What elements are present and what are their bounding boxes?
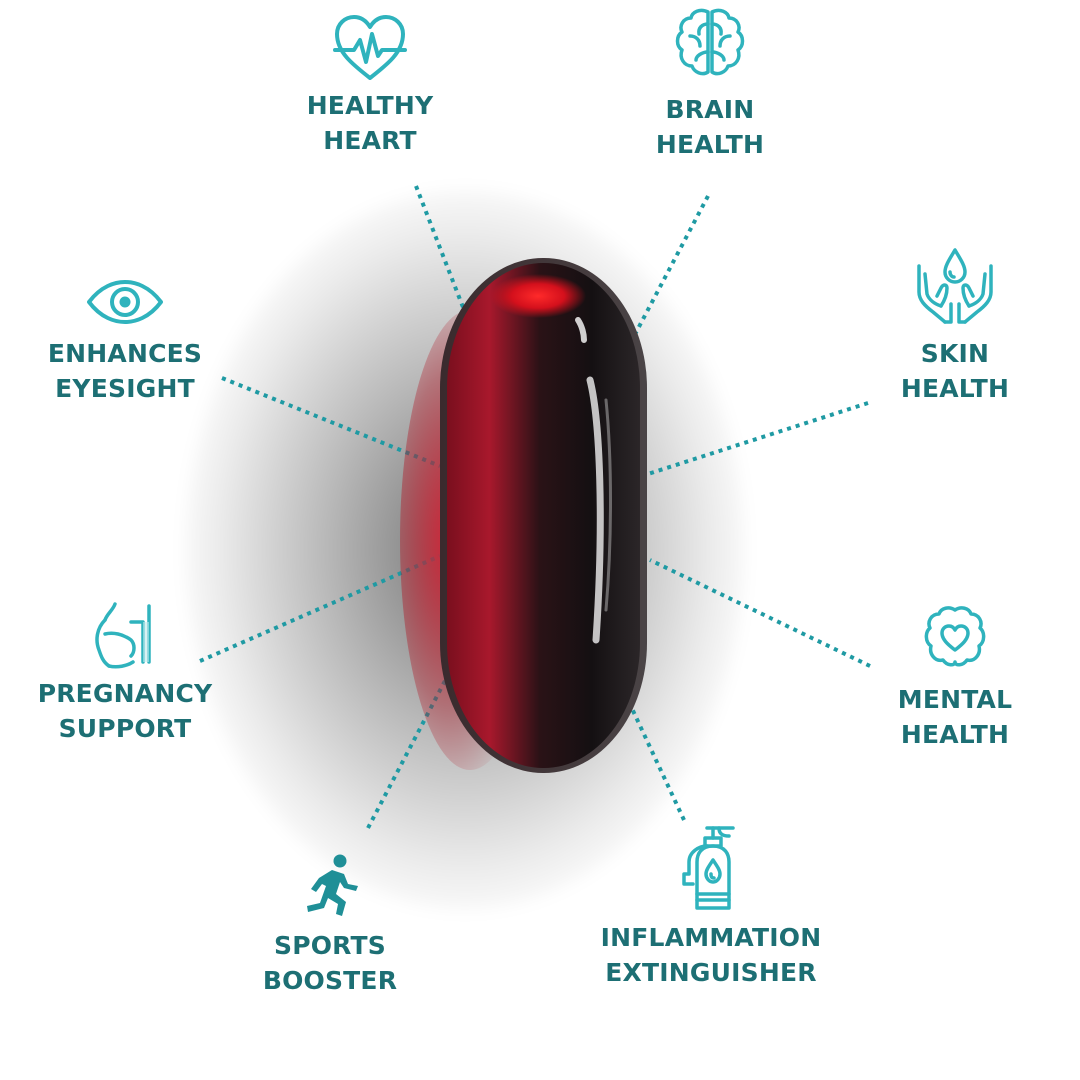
sports-label-line1: SPORTS — [274, 931, 386, 960]
benefit-inflammation-extinguisher: INFLAMMATION EXTINGUISHER — [596, 822, 826, 990]
benefit-enhances-eyesight: ENHANCES EYESIGHT — [40, 278, 210, 406]
brain-health-label-line2: HEALTH — [655, 130, 765, 159]
brain-icon — [675, 8, 745, 76]
inflammation-label-line1: INFLAMMATION — [600, 923, 822, 952]
pregnancy-label-line1: PREGNANCY — [37, 679, 213, 708]
benefit-skin-health: SKIN HEALTH — [880, 244, 1030, 406]
healthy-heart-label-line1: HEALTHY — [306, 91, 434, 120]
sports-label-line2: BOOSTER — [262, 966, 398, 995]
pregnancy-label-line2: SUPPORT — [58, 714, 192, 743]
eyesight-label-line2: EYESIGHT — [55, 374, 195, 403]
connector-line-inflammation — [626, 699, 686, 821]
mental-health-label-line1: MENTAL — [897, 685, 1013, 714]
connector-line-sports — [366, 674, 450, 829]
brain-health-label-line1: BRAIN — [665, 95, 755, 124]
eye-icon — [87, 280, 163, 324]
connector-line-skin-health — [647, 401, 869, 476]
heart-pulse-icon — [333, 15, 407, 80]
hands-droplet-icon — [917, 248, 993, 324]
connector-line-brain-health — [630, 195, 710, 341]
benefit-healthy-heart: HEALTHY HEART — [290, 12, 450, 158]
pregnant-belly-icon — [95, 602, 151, 669]
fire-extinguisher-icon — [682, 826, 735, 910]
benefit-mental-health: MENTAL HEALTH — [880, 604, 1030, 752]
healthy-heart-label-line2: HEART — [323, 126, 417, 155]
skin-health-label-line2: HEALTH — [900, 374, 1010, 403]
eyesight-label-line1: ENHANCES — [47, 339, 203, 368]
mental-health-label-line2: HEALTH — [900, 720, 1010, 749]
connector-line-eyesight — [221, 376, 441, 468]
benefit-sports-booster: SPORTS BOOSTER — [255, 852, 405, 998]
skin-health-label-line1: SKIN — [920, 339, 990, 368]
benefit-brain-health: BRAIN HEALTH — [630, 6, 790, 162]
benefit-pregnancy-support: PREGNANCY SUPPORT — [37, 600, 213, 746]
inflammation-label-line2: EXTINGUISHER — [605, 958, 817, 987]
runner-icon — [307, 854, 358, 916]
brain-heart-icon — [924, 606, 986, 667]
connector-line-pregnancy — [199, 554, 441, 663]
